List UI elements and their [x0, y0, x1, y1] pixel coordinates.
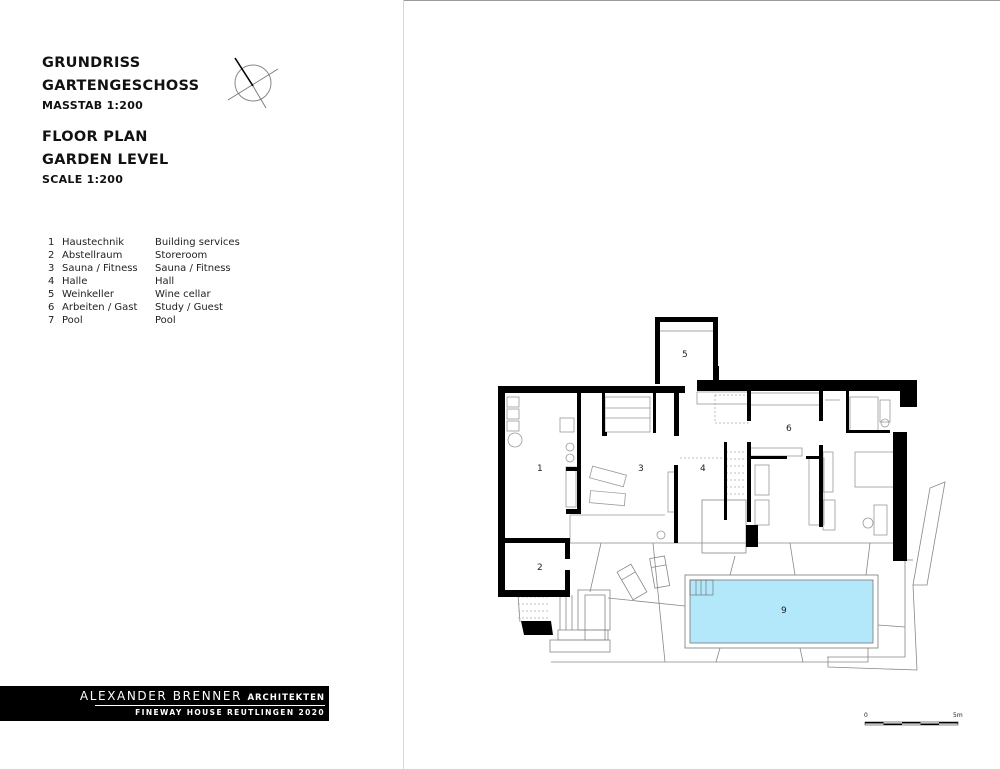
- room-label-5: 5: [682, 350, 688, 360]
- legend-item: 3 Sauna / Fitness Sauna / Fitness: [48, 263, 231, 274]
- title-de-line2: GARTENGESCHOSS: [42, 78, 200, 94]
- title-en-line1: FLOOR PLAN: [42, 129, 148, 145]
- room-label-3: 3: [638, 464, 644, 474]
- title-en-line2: GARDEN LEVEL: [42, 152, 169, 168]
- legend-item: 7 Pool Pool: [48, 315, 176, 326]
- legend-item: 5 Weinkeller Wine cellar: [48, 289, 211, 300]
- scale-en: SCALE 1:200: [42, 173, 124, 186]
- room-label-1: 1: [537, 464, 543, 474]
- room-label-4: 4: [700, 464, 706, 474]
- room-label-6: 6: [786, 424, 792, 434]
- title-panel: GRUNDRISS GARTENGESCHOSS MASSTAB 1:200 F…: [0, 0, 403, 769]
- project-name: FINEWAY HOUSE REUTLINGEN 2020: [135, 708, 325, 717]
- brand-divider: [95, 705, 325, 706]
- legend-item: 4 Halle Hall: [48, 276, 175, 287]
- scale-bar: 0 5m: [862, 712, 963, 732]
- legend-item: 1 Haustechnik Building services: [48, 237, 240, 248]
- north-arrow-icon: [227, 57, 279, 109]
- room-label-2: 2: [537, 563, 543, 573]
- architect-brand-bar: ALEXANDER BRENNER ARCHITEKTEN FINEWAY HO…: [0, 686, 329, 721]
- architect-name: ALEXANDER BRENNER ARCHITEKTEN: [79, 689, 325, 703]
- panel-divider: [403, 0, 404, 769]
- legend-item: 6 Arbeiten / Gast Study / Guest: [48, 302, 223, 313]
- room-label-9: 9: [781, 606, 787, 616]
- title-de-line1: GRUNDRISS: [42, 55, 141, 71]
- scale-de: MASSTAB 1:200: [42, 99, 144, 112]
- walls: [498, 317, 917, 597]
- top-border: [404, 0, 1000, 1]
- legend-item: 2 Abstellraum Storeroom: [48, 250, 208, 261]
- pool-water: [689, 579, 874, 644]
- room-legend: 1 Haustechnik Building services 2 Abstel…: [48, 236, 265, 327]
- title-block: GRUNDRISS GARTENGESCHOSS MASSTAB 1:200 F…: [42, 52, 199, 188]
